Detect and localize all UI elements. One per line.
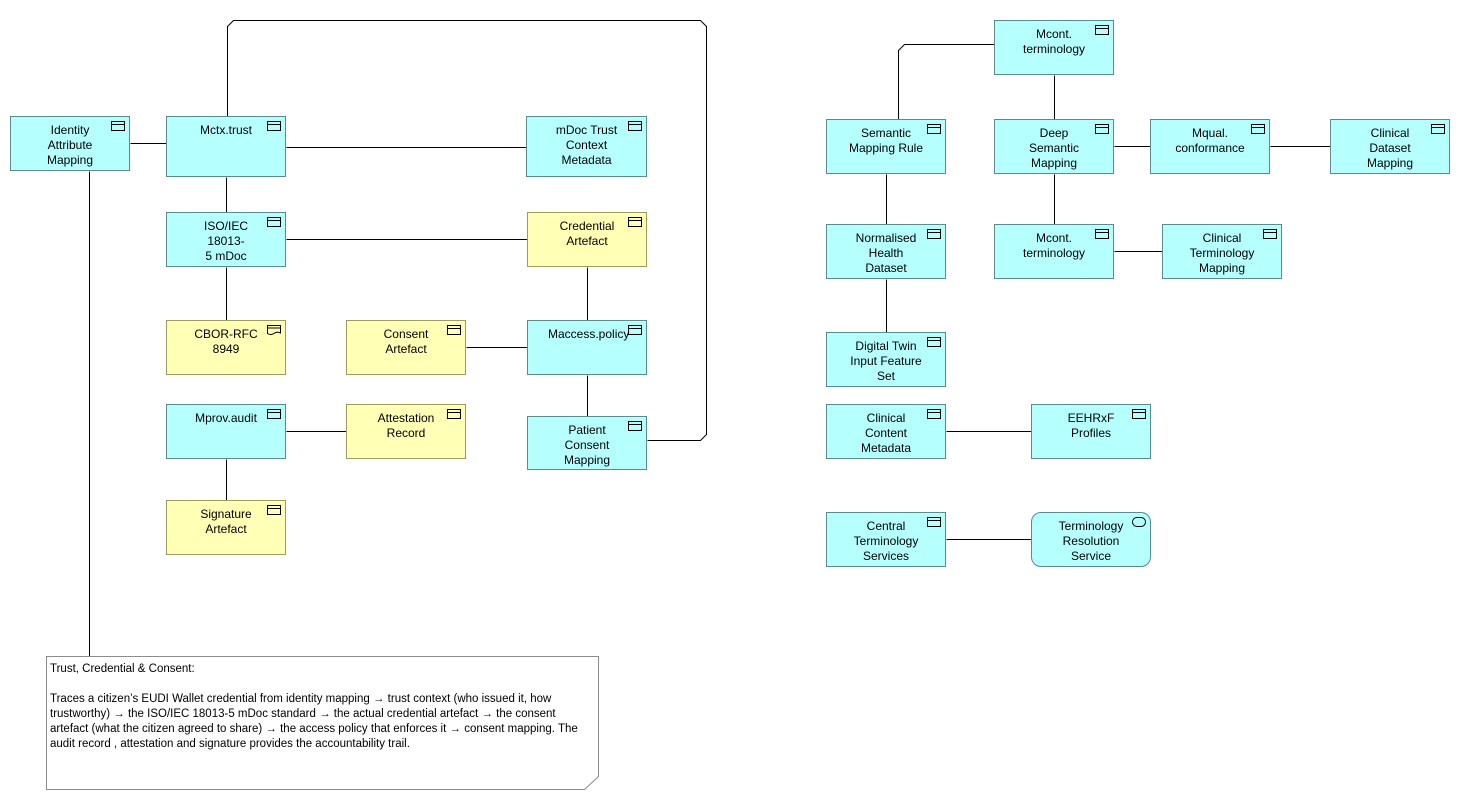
node-eehrxf-profiles[interactable]: EEHRxF Profiles bbox=[1031, 404, 1151, 459]
node-attestation-record[interactable]: Attestation Record bbox=[346, 404, 466, 459]
node-label: Mqual. conformance bbox=[1175, 126, 1245, 155]
data-object-icon bbox=[628, 217, 642, 227]
data-object-icon bbox=[1095, 124, 1109, 134]
connection-patient-consent-mapping-to-mctx-trust[interactable] bbox=[227, 20, 707, 441]
node-label: mDoc Trust Context Metadata bbox=[555, 123, 618, 167]
node-mcont-terminology-mid[interactable]: Mcont. terminology bbox=[994, 224, 1114, 279]
note-trust-credential-consent[interactable]: Trust, Credential & Consent: Traces a ci… bbox=[46, 656, 599, 790]
node-label: Terminology Resolution Service bbox=[1058, 519, 1124, 563]
data-object-icon bbox=[447, 325, 461, 335]
node-label: Clinical Dataset Mapping bbox=[1366, 126, 1414, 170]
node-mqual-conformance[interactable]: Mqual. conformance bbox=[1150, 119, 1270, 174]
node-credential-artefact[interactable]: Credential Artefact bbox=[527, 212, 647, 267]
data-object-icon bbox=[1095, 25, 1109, 35]
node-maccess-policy[interactable]: Maccess.policy bbox=[527, 320, 647, 375]
node-label: Deep Semantic Mapping bbox=[1028, 126, 1080, 170]
node-iso-18013-mdoc-credential[interactable]: ISO/IEC 18013- 5 mDoc Credential bbox=[166, 212, 286, 267]
node-label: Digital Twin Input Feature Set bbox=[850, 339, 922, 383]
node-semantic-mapping-rule[interactable]: Semantic Mapping Rule bbox=[826, 119, 946, 174]
node-cbor-rfc-8949[interactable]: CBOR-RFC 8949 bbox=[166, 320, 286, 375]
node-label: Patient Consent Mapping bbox=[563, 423, 611, 467]
node-deep-semantic-mapping[interactable]: Deep Semantic Mapping bbox=[994, 119, 1114, 174]
node-label: CBOR-RFC 8949 bbox=[194, 327, 258, 356]
node-label: ISO/IEC 18013- 5 mDoc Credential bbox=[199, 219, 254, 266]
node-label: Clinical Terminology Mapping bbox=[1189, 231, 1255, 275]
node-label: Normalised Health Dataset bbox=[855, 231, 917, 275]
data-object-icon bbox=[267, 217, 281, 227]
node-central-terminology-services[interactable]: Central Terminology Services bbox=[826, 512, 946, 567]
note-body: Traces a citizen’s EUDI Wallet credentia… bbox=[50, 693, 578, 750]
data-object-icon bbox=[1263, 229, 1277, 239]
node-label: Semantic Mapping Rule bbox=[848, 126, 924, 155]
node-identity-attribute-mapping[interactable]: Identity Attribute Mapping bbox=[10, 116, 130, 171]
note-title: Trust, Credential & Consent: bbox=[50, 663, 195, 675]
data-object-icon bbox=[927, 229, 941, 239]
node-label: Credential Artefact bbox=[559, 219, 615, 248]
data-object-icon bbox=[1095, 229, 1109, 239]
data-object-icon bbox=[927, 517, 941, 527]
node-label: Identity Attribute Mapping bbox=[46, 123, 94, 167]
note-frame bbox=[46, 656, 599, 790]
node-label: Mprov.audit bbox=[195, 411, 257, 425]
node-label: Mcont. terminology bbox=[1022, 27, 1086, 56]
node-digital-twin-input-feature-set[interactable]: Digital Twin Input Feature Set bbox=[826, 332, 946, 387]
node-clinical-terminology-mapping[interactable]: Clinical Terminology Mapping bbox=[1162, 224, 1282, 279]
node-mdoc-trust-context-metadata[interactable]: mDoc Trust Context Metadata bbox=[526, 116, 647, 177]
data-object-icon bbox=[267, 409, 281, 419]
data-object-icon bbox=[1132, 409, 1146, 419]
data-object-icon bbox=[628, 121, 642, 131]
data-object-icon bbox=[267, 121, 281, 131]
data-object-icon bbox=[628, 325, 642, 335]
connection-mcont-terminology-top-to-semantic-mapping-rule[interactable] bbox=[898, 44, 995, 120]
node-label: Signature Artefact bbox=[200, 507, 252, 536]
data-object-icon bbox=[267, 505, 281, 515]
node-normalised-health-dataset[interactable]: Normalised Health Dataset bbox=[826, 224, 946, 279]
data-object-icon bbox=[628, 421, 642, 431]
data-object-icon bbox=[927, 337, 941, 347]
service-icon bbox=[1132, 517, 1146, 527]
representation-icon bbox=[267, 325, 281, 335]
node-label: Consent Artefact bbox=[383, 327, 429, 356]
data-object-icon bbox=[927, 409, 941, 419]
node-clinical-dataset-mapping[interactable]: Clinical Dataset Mapping bbox=[1330, 119, 1450, 174]
note-text: Trust, Credential & Consent: Traces a ci… bbox=[50, 662, 595, 752]
data-object-icon bbox=[447, 409, 461, 419]
node-clinical-content-metadata[interactable]: Clinical Content Metadata bbox=[826, 404, 946, 459]
node-label: Mcont. terminology bbox=[1022, 231, 1086, 260]
node-terminology-resolution-service[interactable]: Terminology Resolution Service bbox=[1031, 512, 1151, 567]
data-object-icon bbox=[111, 121, 125, 131]
node-mcont-terminology-top[interactable]: Mcont. terminology bbox=[994, 20, 1114, 75]
node-label: Mctx.trust bbox=[199, 123, 252, 137]
data-object-icon bbox=[1431, 124, 1445, 134]
node-signature-artefact[interactable]: Signature Artefact bbox=[166, 500, 286, 555]
node-label: Central Terminology Services bbox=[853, 519, 919, 563]
node-consent-artefact[interactable]: Consent Artefact bbox=[346, 320, 466, 375]
node-label: Maccess.policy bbox=[548, 327, 630, 341]
node-label: Attestation Record bbox=[377, 411, 435, 440]
node-label: EEHRxF Profiles bbox=[1067, 411, 1115, 440]
data-object-icon bbox=[1251, 124, 1265, 134]
node-label: Clinical Content Metadata bbox=[860, 411, 912, 455]
node-mprov-audit[interactable]: Mprov.audit bbox=[166, 404, 286, 459]
node-patient-consent-mapping[interactable]: Patient Consent Mapping bbox=[527, 416, 647, 470]
data-object-icon bbox=[927, 124, 941, 134]
node-mctx-trust[interactable]: Mctx.trust bbox=[166, 116, 286, 177]
